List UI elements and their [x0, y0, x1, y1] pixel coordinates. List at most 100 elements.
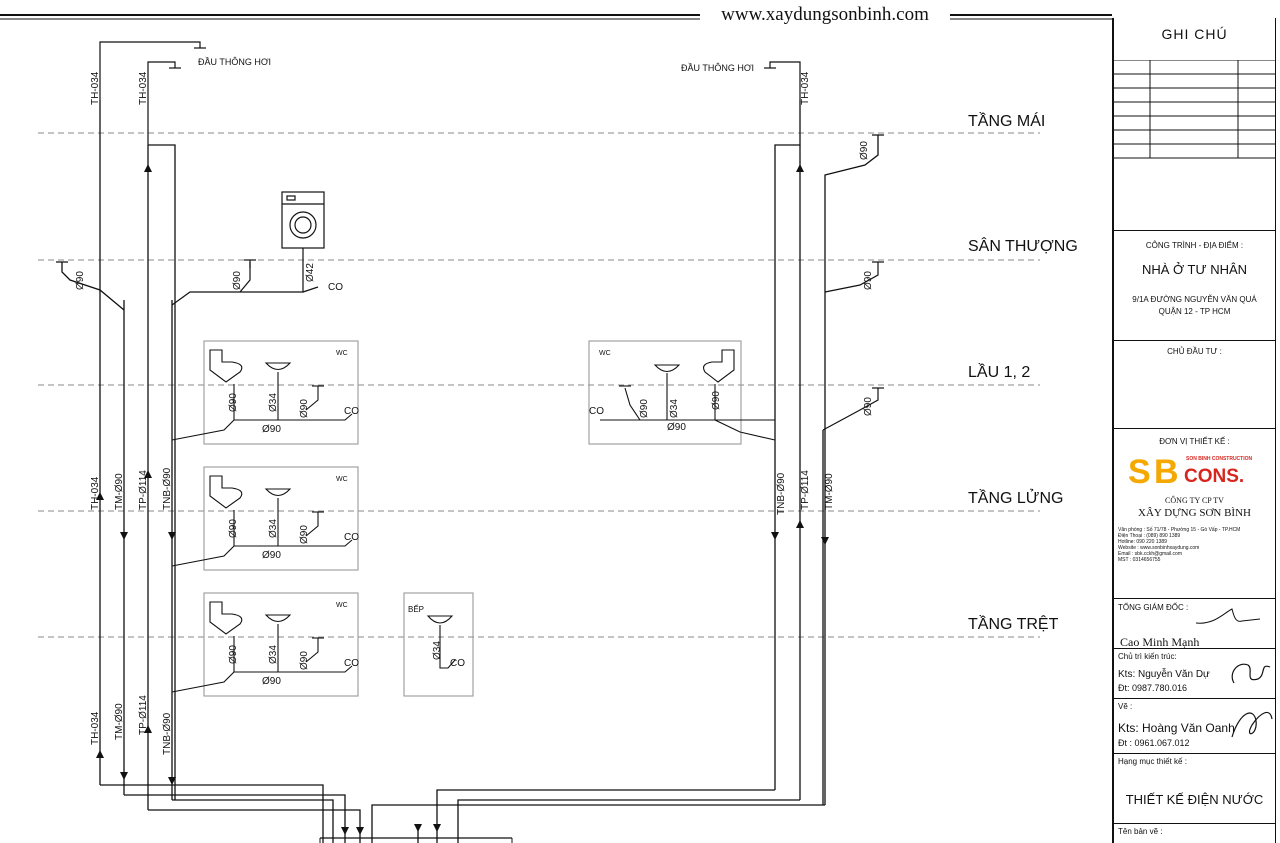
architect-phone: Đt: 0987.780.016: [1118, 683, 1188, 693]
contact-line: Hotline: 090 220 1389: [1118, 539, 1167, 545]
svg-text:CO: CO: [450, 658, 465, 669]
architect-signature: [1231, 663, 1271, 684]
toilet-icon: [703, 349, 735, 383]
svg-text:Ø42: Ø42: [305, 263, 316, 282]
svg-text:WC: WC: [336, 350, 348, 357]
floor-lines: [38, 132, 1040, 638]
riser-arrows: [96, 164, 829, 835]
svg-text:WC: WC: [599, 350, 611, 357]
category-caption: Hạng mục thiết kế :: [1118, 757, 1187, 766]
svg-text:Ø90: Ø90: [299, 651, 310, 670]
svg-text:WC: WC: [336, 602, 348, 609]
architect-caption: Chủ trì kiến trúc:: [1118, 652, 1177, 661]
company-contact: Văn phòng : Số 71/78 - Phường 15 - Gò Vấ…: [1118, 527, 1275, 563]
project-name: NHÀ Ở TƯ NHÂN: [1141, 262, 1248, 277]
contact-line: Văn phòng : Số 71/78 - Phường 15 - Gò Vấ…: [1118, 527, 1241, 533]
drawer-phone: Đt : 0961.067.012: [1118, 738, 1190, 748]
svg-text:CO: CO: [328, 282, 343, 293]
svg-text:Ø90: Ø90: [262, 424, 281, 435]
floor-label-roof: TẦNG MÁI: [968, 111, 1045, 130]
svg-text:TH-034: TH-034: [800, 71, 811, 105]
svg-text:Ø90: Ø90: [711, 391, 722, 410]
svg-text:Ø90: Ø90: [228, 393, 239, 412]
notes-grid: [1114, 60, 1275, 159]
category-value: THIẾT KẾ ĐIỆN NƯỚC: [1125, 792, 1264, 807]
svg-text:Ø90: Ø90: [299, 525, 310, 544]
floor-label-terrace: SÂN THƯỢNG: [968, 236, 1078, 255]
company-logo: S B SON BINH CONSTRUCTION CONS.: [1128, 453, 1253, 491]
title-block: GHI CHÚ CÔNG TRÌNH - ĐỊA ĐIỂM : NHÀ Ở TƯ…: [1112, 18, 1276, 843]
svg-text:TM-Ø90: TM-Ø90: [114, 473, 125, 510]
svg-text:TP-Ø114: TP-Ø114: [138, 470, 149, 510]
svg-text:Ø34: Ø34: [268, 519, 279, 538]
drawing-frame: [0, 14, 1112, 20]
svg-text:Ø90: Ø90: [863, 397, 874, 416]
svg-text:Ø90: Ø90: [859, 141, 870, 160]
wc-right-upper: WC Ø90 Ø34 Ø90 Ø90 CO: [588, 340, 776, 445]
company-line2: XÂY DỰNG SƠN BÌNH: [1138, 507, 1251, 519]
svg-text:TH-034: TH-034: [90, 476, 101, 510]
svg-text:Ø90: Ø90: [639, 399, 650, 418]
toilet-icon: [209, 601, 243, 635]
contact-line: Website : www.sonbinhxaydung.com: [1118, 545, 1200, 551]
svg-text:Ø90: Ø90: [262, 676, 281, 687]
svg-text:TNB-Ø90: TNB-Ø90: [162, 712, 173, 755]
svg-text:Ø34: Ø34: [268, 393, 279, 412]
drawer-signature: [1231, 711, 1273, 738]
director-caption: TỔNG GIÁM ĐỐC :: [1118, 603, 1189, 612]
svg-text:TNB-Ø90: TNB-Ø90: [776, 472, 787, 515]
website-watermark: www.xaydungsonbinh.com: [700, 4, 950, 26]
svg-text:Ø90: Ø90: [228, 519, 239, 538]
director-name: Cao Minh Mạnh: [1120, 635, 1200, 649]
washbasin-icon: [264, 362, 292, 371]
svg-text:Ø34: Ø34: [432, 641, 443, 660]
address-line1: 9/1A ĐƯỜNG NGUYỄN VĂN QUÁ: [1132, 295, 1257, 304]
washbasin-icon: [653, 364, 681, 373]
svg-text:TNB-Ø90: TNB-Ø90: [162, 467, 173, 510]
svg-text:CO: CO: [589, 406, 604, 417]
contact-line: MST : 0314656755: [1118, 557, 1161, 563]
contact-line: Điện Thoại : (089) 890 1389: [1118, 533, 1181, 539]
drawer-caption: Vẽ :: [1118, 702, 1133, 711]
drawer-name: Kts: Hoàng Văn Oanh: [1118, 721, 1235, 735]
washbasin-icon: [264, 614, 292, 623]
svg-text:Ø90: Ø90: [262, 550, 281, 561]
contact-line: Email : sbk.cckh@gmail.com: [1118, 551, 1182, 557]
owner-caption: CHỦ ĐẦU TƯ :: [1167, 347, 1222, 356]
floor-label-mezzanine: TẦNG LỬNG: [968, 488, 1063, 507]
svg-text:Ø34: Ø34: [669, 399, 680, 418]
toilet-icon: [209, 349, 243, 383]
svg-text:CO: CO: [344, 658, 359, 669]
svg-text:CO: CO: [344, 406, 359, 417]
vent-label-left: ĐẦU THÔNG HƠI: [198, 57, 271, 67]
svg-text:TP-Ø114: TP-Ø114: [138, 695, 149, 735]
architect-name: Kts: Nguyễn Văn Dự: [1118, 669, 1210, 680]
svg-text:TH-034: TH-034: [90, 71, 101, 105]
kitchen-fixture: BẾP Ø34 CO: [403, 592, 474, 697]
kitchen-label: BẾP: [408, 604, 424, 614]
svg-text:TH-034: TH-034: [138, 71, 149, 105]
riser-labels: TH-034 TH-034 TH-034 TH-034 TM-Ø90 TP-Ø1…: [75, 71, 874, 755]
svg-text:Ø90: Ø90: [75, 271, 86, 290]
address-line2: QUẬN 12 - TP HCM: [1158, 307, 1231, 316]
washbasin-icon: [264, 488, 292, 497]
notes-title: GHI CHÚ: [1161, 26, 1228, 42]
floor-label-upper: LẦU 1, 2: [968, 362, 1030, 381]
director-signature: [1195, 608, 1261, 624]
svg-text:TM-Ø90: TM-Ø90: [824, 473, 835, 510]
bottom-manifold: [319, 838, 513, 843]
svg-text:Ø90: Ø90: [299, 399, 310, 418]
svg-text:Ø90: Ø90: [232, 271, 243, 290]
toilet-icon: [209, 475, 243, 509]
plumbing-riser-diagram: TẦNG MÁI SÂN THƯỢNG LẦU 1, 2 TẦNG LỬNG T…: [0, 14, 1112, 843]
vent-label-right: ĐẦU THÔNG HƠI: [681, 63, 754, 73]
riser-pipes: [61, 100, 879, 843]
designer-caption: ĐƠN VỊ THIẾT KẾ :: [1159, 437, 1230, 446]
sheet-caption: Tên bản vẽ :: [1118, 827, 1163, 836]
svg-text:Ø90: Ø90: [228, 645, 239, 664]
terrace-fixtures: Ø90 Ø42 CO: [56, 134, 884, 431]
